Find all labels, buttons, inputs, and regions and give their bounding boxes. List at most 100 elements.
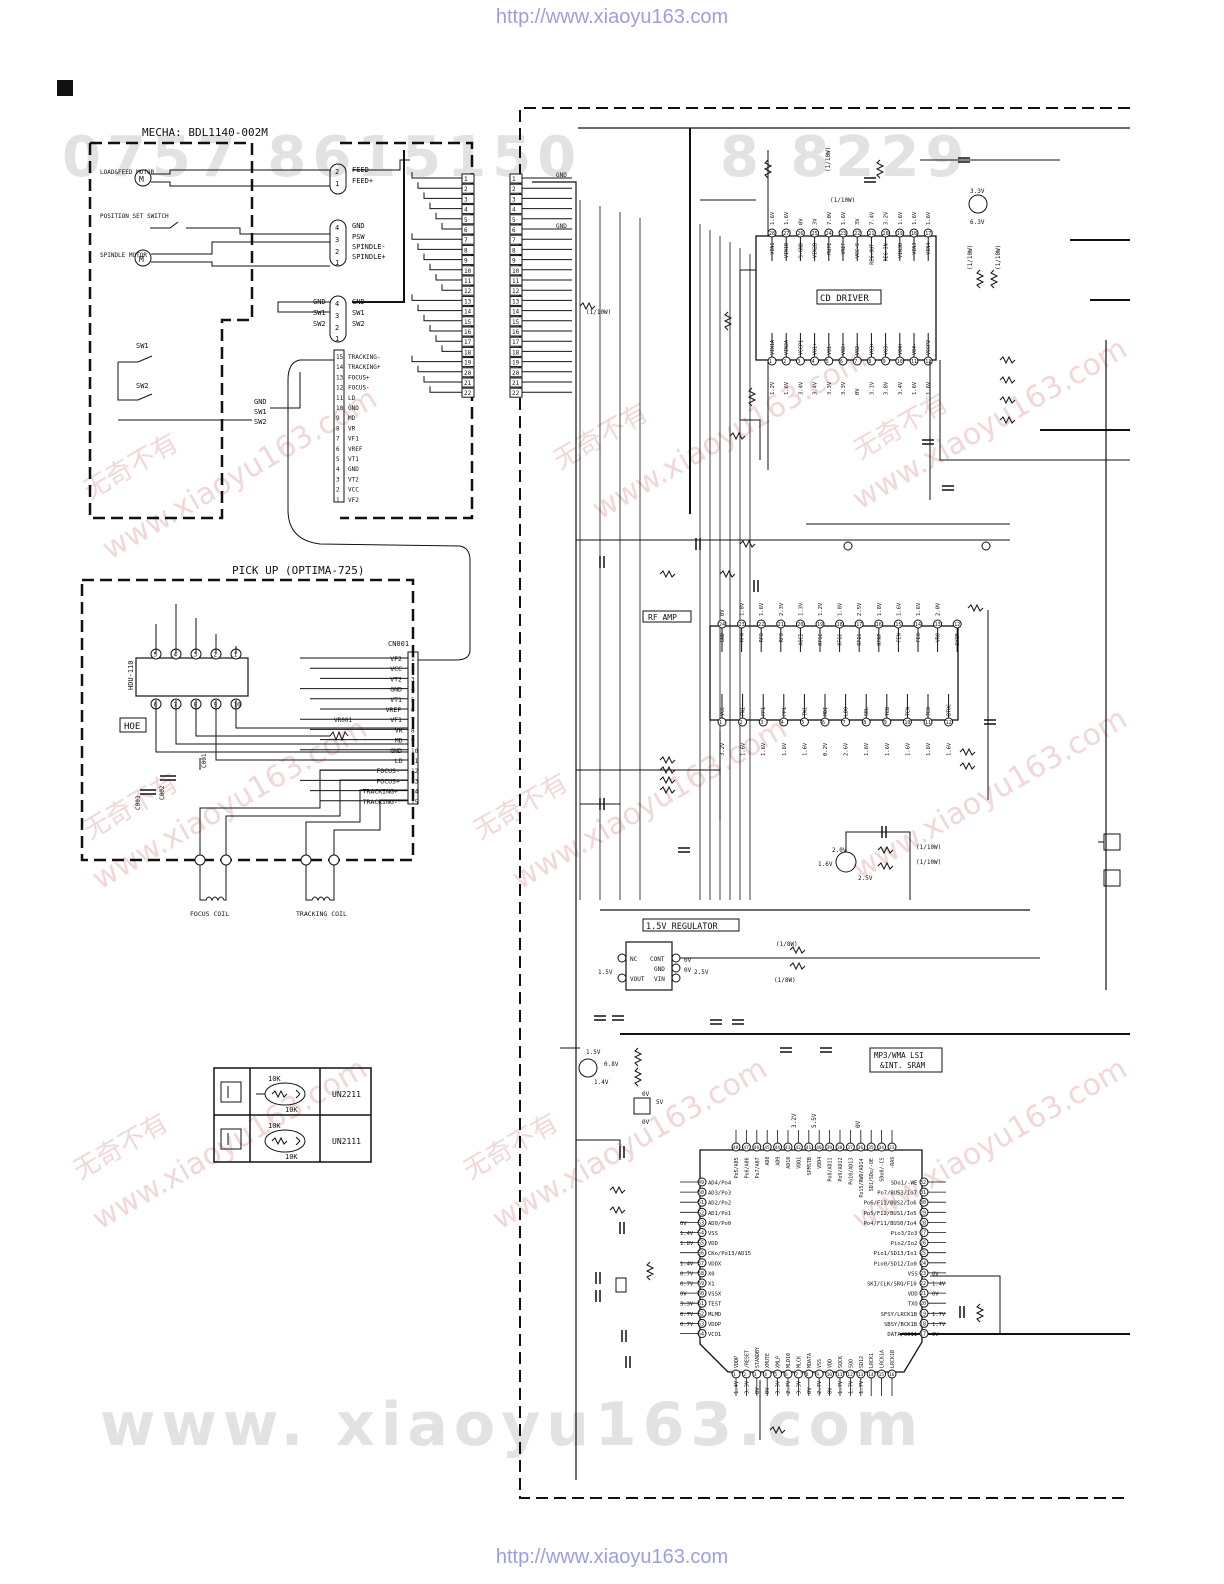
lsi-right-pin-label: Po7/BUS3/Io7	[877, 1191, 917, 1197]
lsi-left-pin-label: MLMD	[708, 1312, 721, 1318]
mp3-lsi-title-1: MP3/WMA LSI	[874, 1051, 924, 1060]
cd-bottom-pin-label: VO2+	[841, 343, 847, 355]
lsi-top-pin-label: Po9/AD12	[838, 1158, 844, 1182]
table-part-row1: UN2211	[332, 1090, 361, 1099]
lsi-bottom-pin-label: SQCK	[838, 1356, 844, 1368]
lsi-left-pin-number: 55	[698, 1241, 704, 1247]
cd-top-pin-number: 20	[883, 231, 889, 237]
rf-bottom-pin-number: 8	[863, 720, 866, 726]
cd-top-pin-label: VIN2B	[813, 243, 819, 258]
lsi-left-pin-label: VDDX	[708, 1261, 722, 1267]
rf-q-v-2: 1.6V	[818, 861, 833, 868]
rf-bottom-pin-voltage: 1.6V	[947, 742, 953, 756]
rf-top-pin-number: 14	[915, 622, 921, 628]
cd-res-note-2: (1/10W)	[830, 197, 855, 204]
mecha-connector-pin-number: 7	[464, 237, 468, 244]
lsi-top-pin-number: 34	[879, 1145, 885, 1151]
lsi-right-pin-voltage: 0V	[932, 1271, 939, 1277]
lsi-top-pin-label: Po7/A07	[755, 1157, 761, 1178]
reg-res-note-1: (1/8W)	[776, 941, 798, 948]
lsi-right-pin-number: 24	[920, 1261, 926, 1267]
lsi-right-pin-label: Pio1/SD13/Io1	[874, 1251, 917, 1257]
lsi-right-pin-voltage: 1.4V	[932, 1282, 946, 1288]
cd-top-pin-voltage: 7.4V	[869, 211, 875, 225]
pickup-pin-label: VR	[395, 726, 403, 734]
flex-pin-label: FOCUS+	[348, 374, 370, 381]
conn-c-label: SW2	[352, 320, 365, 328]
lsi-left-pin-number: 59	[698, 1281, 704, 1287]
pickup-pin-number: 6	[411, 707, 415, 714]
rf-top-pin-voltage: 1.3V	[798, 602, 804, 616]
rf-bottom-pin-voltage: 1.6V	[905, 742, 911, 756]
reg-v-gnd: 0V	[684, 967, 692, 974]
pickup-pin-number: 15	[411, 799, 419, 806]
conn-b-label: GND	[352, 222, 365, 230]
source-url-bottom[interactable]: http://www.xiaoyu163.com	[495, 1546, 729, 1568]
lsi-right-pin-number: 30	[920, 1200, 926, 1206]
lsi-top-pin-number: 48	[733, 1145, 739, 1151]
lsi-left-pin-label: VDD	[708, 1241, 718, 1247]
lsi-right-pin-label: SKI/CLK/SRQ/F10	[867, 1282, 917, 1288]
res-note-1-10w: (1/10W)	[586, 309, 611, 316]
rf-bottom-pin-number: 11	[925, 720, 931, 726]
rf-q-v-3: 2.5V	[858, 875, 873, 882]
lsi-top-pin-label: AD10	[786, 1157, 792, 1169]
rf-top-pin-number: 21	[778, 622, 784, 628]
lsi-right-pin-label: SBSY/BCK1B	[884, 1322, 918, 1328]
lsi-left-pin-number: 53	[698, 1220, 704, 1226]
reg-pin-cont: CONT	[650, 956, 665, 963]
cd-bottom-pin-voltage: 1.6V	[926, 381, 932, 395]
lsi-bottom-pin-label: VDDP	[734, 1356, 740, 1368]
conn-c-label: SW1	[352, 309, 365, 317]
cd-bottom-pin-voltage: 3.4V	[813, 381, 819, 395]
lsi-left-pin-number: 57	[698, 1261, 704, 1267]
lsi-right-pin-number: 31	[920, 1190, 926, 1196]
cd-top-pin-number: 21	[868, 231, 874, 237]
cd-bottom-pin-number: 7	[854, 359, 857, 365]
rf-res-note-1: (1/10W)	[916, 844, 941, 851]
rf-bottom-pin-label: MDI	[823, 707, 829, 716]
lsi-right-pin-voltage: 0V	[932, 1292, 939, 1298]
lsi-bottom-pin-number: 3	[754, 1372, 757, 1378]
conn-b-label: SPINDLE-	[352, 243, 386, 251]
rf-bottom-pin-number: 2	[740, 720, 743, 726]
flex-pin-number: 13	[336, 374, 344, 381]
conn-a-label: FEED+	[352, 177, 373, 185]
lsi-top-pin-label: Po15/RWD/AD14	[859, 1158, 865, 1197]
cap-c003: C003	[135, 795, 142, 810]
rf-top-pin-voltage: 1.8V	[877, 602, 883, 616]
lsi-left-pin-voltage: 0.7V	[680, 1282, 694, 1288]
mecha-connector-pin-number: 3	[464, 196, 468, 203]
pickup-pin-label: FOCUS+	[376, 777, 400, 785]
flex-pin-number: 15	[336, 354, 344, 361]
lsi-top-pin-number: 36	[858, 1145, 864, 1151]
flex-pin-number: 6	[336, 446, 340, 453]
reg-pin-nc: NC	[630, 956, 638, 963]
main-connector-pin-number: 1	[512, 176, 516, 183]
lsi-left-pin-voltage: 1.4V	[680, 1261, 694, 1267]
cd-top-pin-label: VIN3B	[898, 243, 904, 258]
mecha-connector-pin-number: 20	[464, 370, 472, 377]
svg-text:4: 4	[335, 300, 339, 308]
cd-top-pin-label: S-GND	[798, 243, 804, 258]
cd-top-pin-label: REG-IN	[884, 243, 890, 261]
rf-top-pin-label: RFIS	[857, 634, 863, 646]
rf-top-pin-voltage: 1.2V	[818, 602, 824, 616]
lsi-right-pin-voltage: 1.7V	[932, 1322, 946, 1328]
source-url-top[interactable]: http://www.xiaoyu163.com	[495, 6, 729, 28]
cd-bottom-pin-voltage: 1.6V	[784, 381, 790, 395]
cd-bottom-pin-label: VO4-	[912, 343, 918, 355]
lsi-top-v-3: 0V	[855, 1120, 862, 1128]
rf-top-pin-voltage: 1.6V	[759, 602, 765, 616]
pickup-pin-number: 14	[411, 789, 419, 796]
lsi-right-pin-label: SFSY/LRCK1B	[881, 1312, 918, 1318]
main-connector-pin-number: 5	[512, 217, 516, 224]
svg-text:2: 2	[335, 248, 339, 256]
lsi-top-pin-number: 46	[754, 1145, 760, 1151]
hoe-label: HOE	[124, 722, 140, 732]
cd-top-pin-voltage: 1.6V	[784, 211, 790, 225]
pickup-ic-pin-number: 1	[234, 652, 238, 659]
cd-bottom-pin-label: VIN1A	[770, 340, 776, 355]
main-connector-pin-number: 19	[512, 360, 520, 367]
lsi-bottom-pin-voltage: 3.3V	[744, 1380, 750, 1394]
